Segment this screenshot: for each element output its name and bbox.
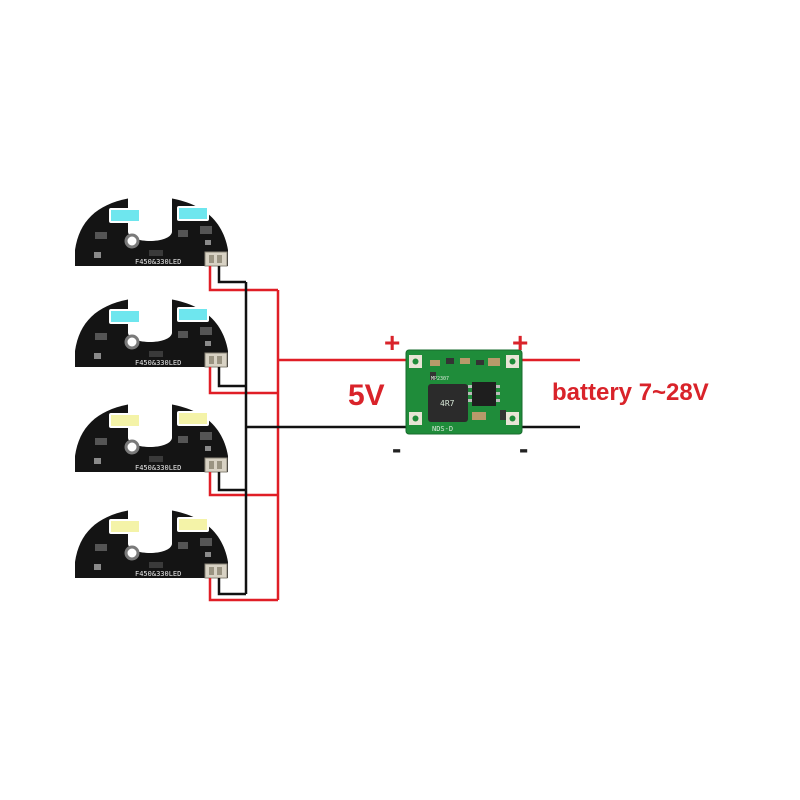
output-voltage-label: 5V xyxy=(348,379,385,412)
svg-text:MP2307: MP2307 xyxy=(431,376,449,382)
output-plus-label: + xyxy=(384,327,400,358)
led-left xyxy=(109,413,141,428)
input-minus-label: - xyxy=(519,433,528,464)
led-left xyxy=(109,208,141,223)
svg-text:NDS-D: NDS-D xyxy=(432,425,453,433)
led-board-4: F450&330LED xyxy=(73,506,230,580)
led-right xyxy=(177,411,209,426)
board-silk-text: F450&330LED xyxy=(135,570,181,578)
led-left xyxy=(109,519,141,534)
input-plus-label: + xyxy=(512,327,528,358)
led-board-3: F450&330LED xyxy=(73,400,230,474)
inductor xyxy=(428,384,468,422)
led-board-2: F450&330LED xyxy=(73,295,230,369)
led-left xyxy=(109,309,141,324)
positive-wiring xyxy=(208,266,580,602)
negative-wiring xyxy=(217,266,580,596)
led-right xyxy=(177,206,209,221)
led-right xyxy=(177,307,209,322)
board-silk-text: F450&330LED xyxy=(135,464,181,472)
board-silk-text: F450&330LED xyxy=(135,258,181,266)
input-voltage-label: battery 7~28V xyxy=(552,379,709,406)
output-minus-label: - xyxy=(392,433,401,464)
board-silk-text: F450&330LED xyxy=(135,359,181,367)
led-board-1: F450&330LED xyxy=(73,194,230,268)
led-right xyxy=(177,517,209,532)
svg-text:4R7: 4R7 xyxy=(440,399,455,408)
regulator-chip xyxy=(472,382,496,406)
buck-converter-module: 4R7 NDS-D MP2307 xyxy=(405,349,523,435)
